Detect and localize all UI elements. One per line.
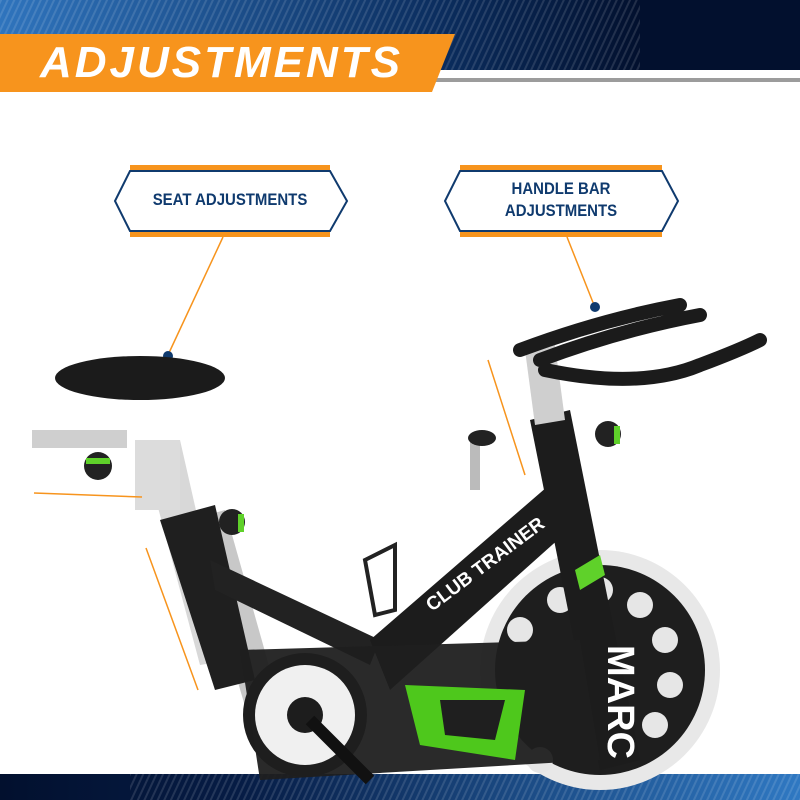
handlebar-callout-box: [443, 165, 680, 312]
adjustment-arrows: [33, 359, 526, 691]
footer-band: [0, 774, 800, 800]
handlebar: [513, 298, 767, 386]
seat-callout-box: [113, 165, 349, 361]
page-title: ADJUSTMENTS: [40, 38, 404, 87]
seat-adjustments-label: SEAT ADJUSTMENTS: [152, 190, 308, 209]
handlebar-label-line1: HANDLE BAR: [511, 179, 611, 198]
seat: [55, 356, 225, 400]
spin-bike-image: [32, 298, 767, 790]
handlebar-adjustments-label: HANDLE BAR ADJUSTMENTS: [472, 178, 650, 222]
title-banner: [0, 34, 455, 92]
brand-text: MARC: [599, 645, 641, 759]
handlebar-label-line2: ADJUSTMENTS: [504, 201, 618, 220]
frame-tube: [370, 480, 580, 690]
header-band: [0, 0, 800, 103]
